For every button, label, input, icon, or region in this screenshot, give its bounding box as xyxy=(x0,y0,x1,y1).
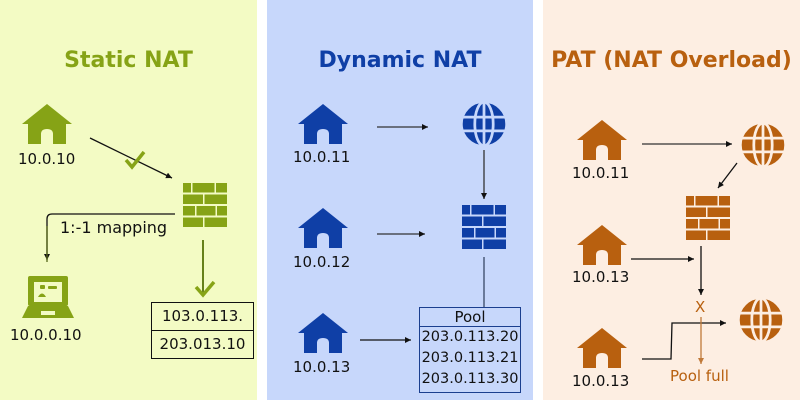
pat-arrow-globe-to-firewall xyxy=(717,162,738,189)
static-nat-title: Static NAT xyxy=(64,48,193,73)
pool-header: Pool xyxy=(420,308,520,327)
laptop-icon xyxy=(22,276,74,318)
pat-host-label-2: 10.0.13 xyxy=(572,268,630,286)
pool-full-label: Pool full xyxy=(670,367,729,385)
pat-house-icon-1 xyxy=(577,120,627,160)
pool-address: 203.0.113.20 xyxy=(421,329,519,345)
laptop-label: 10.0.0.10 xyxy=(10,326,82,344)
pool-address: 203.0.113.30 xyxy=(421,371,519,387)
dynamic-host-label-1: 10.0.11 xyxy=(293,148,351,166)
dynamic-globe-icon xyxy=(461,101,507,147)
dynamic-host-label-3: 10.0.13 xyxy=(293,358,351,376)
pat-house-icon-3 xyxy=(577,328,627,368)
pat-title: PAT (NAT Overload) xyxy=(551,48,792,73)
static-mapping-table: 103.0.113. 203.013.10 xyxy=(151,302,254,359)
check-icon-2 xyxy=(194,280,216,298)
dynamic-nat-title: Dynamic NAT xyxy=(318,48,482,73)
dynamic-firewall-icon xyxy=(462,205,506,249)
pat-firewall-icon xyxy=(686,196,730,240)
static-table-row: 203.013.10 xyxy=(152,330,253,358)
pool-address: 203.0.113.21 xyxy=(421,350,519,366)
static-host-label: 10.0.10 xyxy=(18,150,76,168)
mapping-label: 1:-1 mapping xyxy=(60,218,168,237)
dynamic-house-icon-2 xyxy=(298,208,348,248)
dynamic-house-icon-3 xyxy=(298,313,348,353)
static-house-icon xyxy=(22,104,72,144)
address-pool: Pool 203.0.113.20 203.0.113.21 203.0.113… xyxy=(419,307,521,393)
dynamic-house-icon-1 xyxy=(298,104,348,144)
static-mapping-arrow xyxy=(44,213,175,260)
pat-host-label-3: 10.0.13 xyxy=(572,372,630,390)
pat-globe-icon-1 xyxy=(740,122,786,168)
static-firewall-icon xyxy=(183,183,227,227)
pat-globe-icon-2 xyxy=(738,297,784,343)
pat-arrow-3 xyxy=(642,320,726,360)
check-icon xyxy=(124,150,146,170)
dynamic-host-label-2: 10.0.12 xyxy=(293,253,351,271)
pat-house-icon-2 xyxy=(577,225,627,265)
static-arrow-host-to-firewall xyxy=(89,137,173,179)
pat-host-label-1: 10.0.11 xyxy=(572,164,630,182)
static-table-row: 103.0.113. xyxy=(161,307,244,325)
blocked-marker: X xyxy=(695,298,706,316)
